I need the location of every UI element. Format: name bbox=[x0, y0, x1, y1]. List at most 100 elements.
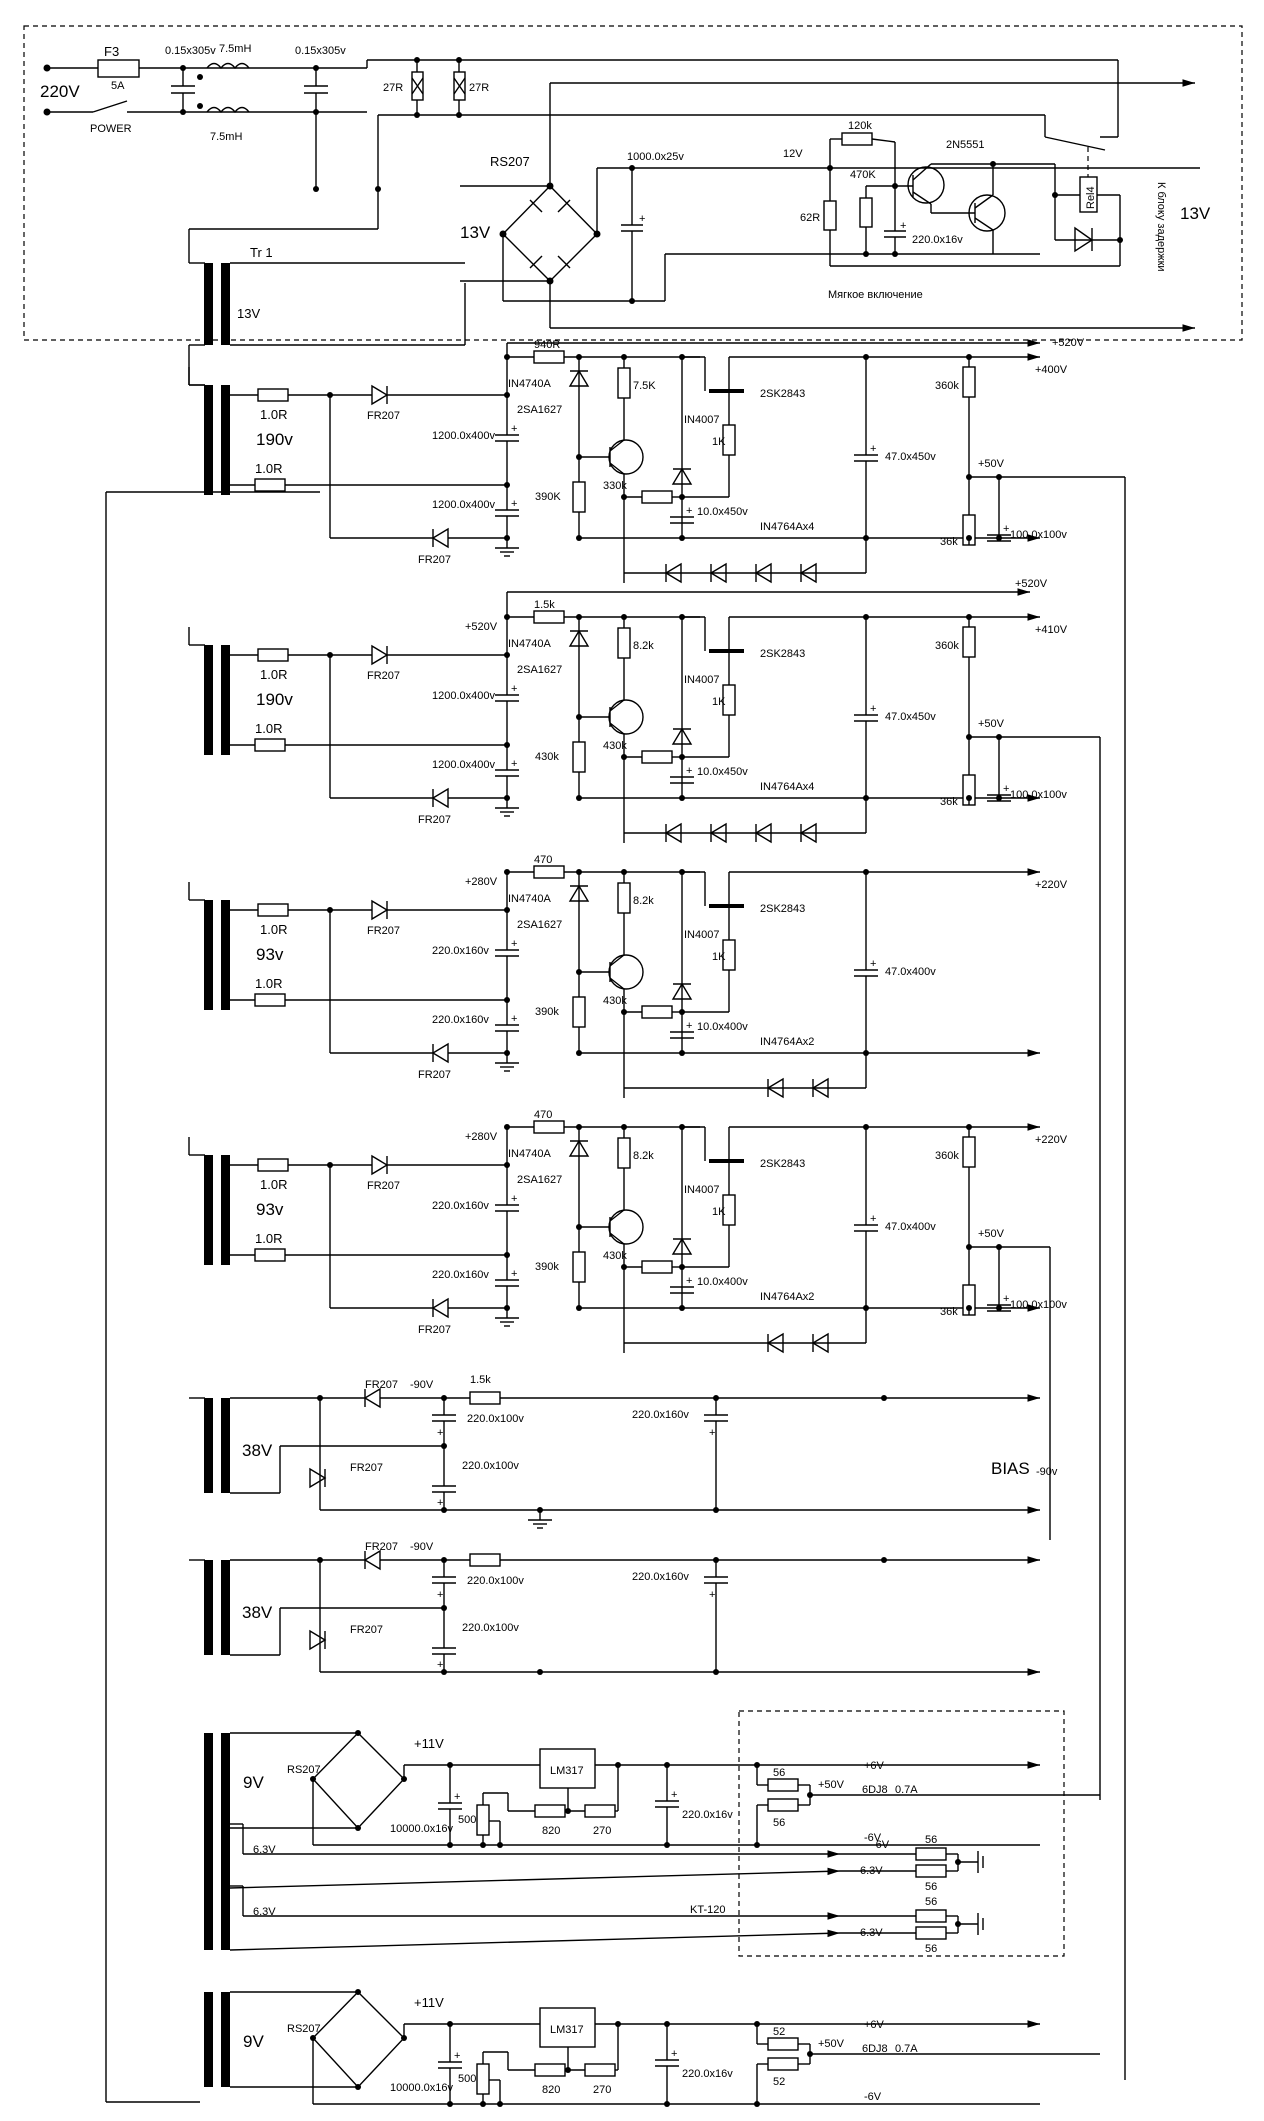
soft-start-block-border bbox=[23, 25, 1243, 341]
plus-sign: + bbox=[671, 1789, 677, 1801]
r-series-label: 470 bbox=[534, 1109, 552, 1121]
r-in2-label: 1.0R bbox=[255, 976, 282, 991]
out-raw-label: +520V bbox=[1052, 337, 1085, 349]
current-label: 0.7A bbox=[895, 1784, 918, 1796]
fuse-rating: 5A bbox=[111, 80, 125, 92]
diode-body bbox=[799, 562, 817, 584]
winding-label: 6.3V bbox=[253, 1906, 276, 1918]
c-out-label: 220.0x160v bbox=[632, 1571, 689, 1583]
svg-text:+: + bbox=[900, 220, 906, 232]
node-label: +520V bbox=[465, 621, 498, 633]
d-bottom-label: FR207 bbox=[418, 814, 451, 826]
mid-label: +50V bbox=[818, 1779, 845, 1791]
div-top-label: 360k bbox=[935, 640, 959, 652]
junction-dot bbox=[615, 2021, 621, 2027]
plus-label: +6V bbox=[864, 1760, 885, 1772]
svg-text:+: + bbox=[639, 213, 645, 225]
core-bar bbox=[221, 1155, 230, 1265]
junction-dot bbox=[447, 2101, 453, 2107]
d-bottom-label: FR207 bbox=[418, 554, 451, 566]
zener-diode bbox=[568, 1139, 590, 1157]
resistor-r2 bbox=[584, 2063, 616, 2077]
transistor-q2 bbox=[968, 194, 1006, 232]
r-in1-label: 1.0R bbox=[260, 922, 287, 937]
diode-label: IN4007 bbox=[684, 414, 719, 426]
c-soft-label: 10.0x400v bbox=[697, 1021, 748, 1033]
transistor-label: 2N5551 bbox=[946, 139, 985, 151]
d-top-label: FR207 bbox=[367, 1180, 400, 1192]
x-cap-2-label: 0.15x305v bbox=[295, 45, 346, 57]
winding-label: 38V bbox=[242, 1603, 273, 1622]
core-bar bbox=[221, 645, 230, 755]
diode-body bbox=[754, 822, 772, 844]
heater-res-a bbox=[767, 2037, 799, 2051]
node-label: -6V bbox=[872, 1839, 890, 1851]
r-base-label: 330k bbox=[603, 480, 627, 492]
zener-label: IN4740A bbox=[508, 893, 551, 905]
rectifier-diode-top bbox=[371, 384, 389, 406]
c-out-label: 47.0x450v bbox=[885, 451, 936, 463]
r-a-label: 56 bbox=[773, 1767, 785, 1779]
div-mid-label: +50V bbox=[978, 718, 1005, 730]
protection-diode bbox=[671, 1237, 693, 1255]
diode-label: IN4007 bbox=[684, 929, 719, 941]
relay-label: Rel4 bbox=[1085, 186, 1097, 209]
diode-body bbox=[766, 1077, 784, 1099]
c-out-label: 47.0x450v bbox=[885, 711, 936, 723]
core-bar bbox=[221, 1398, 230, 1493]
wire bbox=[609, 462, 625, 475]
c1-label: 220.0x100v bbox=[467, 1575, 524, 1587]
chain-zener bbox=[664, 562, 682, 584]
r-bias-label: 390k bbox=[535, 1261, 559, 1273]
base-resistor bbox=[641, 1005, 673, 1019]
resistor-r2 bbox=[584, 1804, 616, 1818]
junction-dot bbox=[713, 1669, 719, 1675]
diode-body bbox=[309, 1467, 327, 1489]
aux-winding-label: 13V bbox=[237, 306, 260, 321]
wire bbox=[609, 699, 625, 712]
c-in-label: 10000.0x16v bbox=[390, 2082, 453, 2094]
r-b-label: 56 bbox=[773, 1817, 785, 1829]
trim-pot bbox=[476, 1804, 490, 1836]
series-resistor bbox=[533, 1120, 565, 1134]
diode-body bbox=[811, 1077, 829, 1099]
collector-resistor bbox=[617, 367, 631, 399]
plus-sign: + bbox=[511, 938, 517, 950]
c-div-label: 100.0x100v bbox=[1010, 529, 1067, 541]
diode-body bbox=[568, 1139, 590, 1157]
plus-sign: + bbox=[511, 423, 517, 435]
power-switch-label: POWER bbox=[90, 123, 132, 135]
r-bias-label: 390K bbox=[535, 491, 561, 503]
core-bar bbox=[204, 1560, 213, 1655]
plus-sign: + bbox=[870, 703, 876, 715]
transformer-label: Tr 1 bbox=[250, 245, 273, 260]
plus-sign: + bbox=[511, 1268, 517, 1280]
zener-label: IN4740A bbox=[508, 638, 551, 650]
wire bbox=[229, 1867, 841, 1889]
mains-voltage: 220V bbox=[40, 82, 80, 101]
d1-label: FR207 bbox=[365, 1379, 398, 1391]
hv-section-2: 1.0R190v1.0RFR207FR207++1200.0x400v1200.… bbox=[188, 578, 1101, 1800]
c-top-label: 220.0x160v bbox=[432, 945, 489, 957]
node-label: -90V bbox=[410, 1541, 434, 1553]
wire bbox=[229, 1929, 841, 1951]
plus-sign: + bbox=[1003, 523, 1009, 535]
diode-label: IN4007 bbox=[684, 1184, 719, 1196]
diode-body bbox=[568, 629, 590, 647]
c-bottom-label: 220.0x160v bbox=[432, 1269, 489, 1281]
divider-top-resistor bbox=[962, 366, 976, 398]
diode-body bbox=[811, 1332, 829, 1354]
plus-sign: + bbox=[671, 2048, 677, 2060]
base-resistor bbox=[641, 1260, 673, 1274]
choke-top-label: 7.5mH bbox=[219, 43, 251, 55]
rectifier-diode-bottom bbox=[431, 1297, 449, 1319]
r1-label: 820 bbox=[542, 2084, 560, 2096]
plus-sign: + bbox=[709, 1589, 715, 1601]
out-reg-label: +220V bbox=[1035, 1134, 1068, 1146]
pnp-label: 2SA1627 bbox=[517, 919, 562, 931]
mains-input: F3 5A 220V POWER 0.15x305v 7.5mH 7.5mH 0… bbox=[40, 43, 1195, 192]
c-bottom-label: 1200.0x400v bbox=[432, 759, 495, 771]
d-top-label: FR207 bbox=[367, 925, 400, 937]
